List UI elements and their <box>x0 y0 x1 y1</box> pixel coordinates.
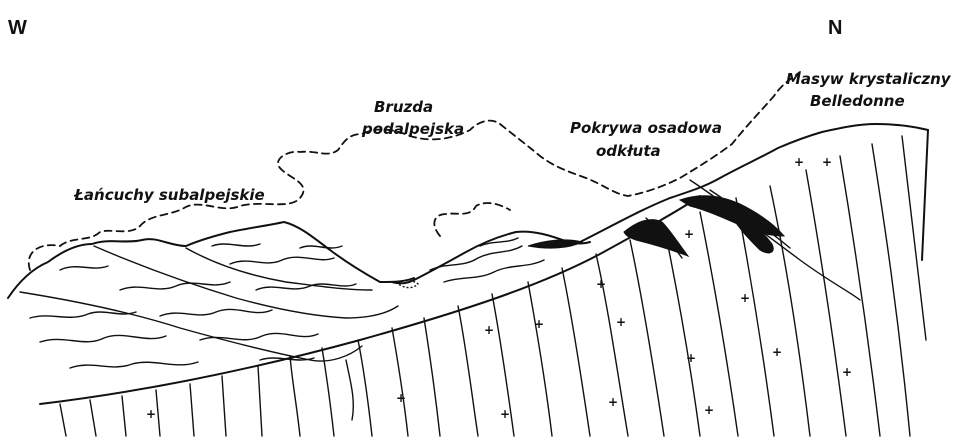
massif-right-edge <box>922 130 928 260</box>
thrust-sheet-1 <box>20 292 362 361</box>
direction-west: W <box>8 17 27 39</box>
label-subalpine-furrow-line1: Bruzda <box>374 98 433 116</box>
svg-text:+: + <box>704 403 714 417</box>
thrust-sheet-3 <box>186 248 372 290</box>
svg-text:+: + <box>534 317 544 331</box>
svg-text:+: + <box>772 345 782 359</box>
detached-lens-1 <box>528 240 582 248</box>
restored-cover-outline-lower <box>434 203 510 236</box>
label-subalpine-chains: Łańcuchy subalpejskie <box>73 186 265 204</box>
svg-text:+: + <box>740 291 750 305</box>
folded-strata <box>30 244 356 368</box>
svg-text:+: + <box>596 277 606 291</box>
furrow-strata <box>430 238 544 282</box>
detachment-surface <box>40 196 700 404</box>
detached-lens-2 <box>624 220 688 256</box>
direction-north: N <box>828 17 842 39</box>
svg-text:+: + <box>146 407 156 421</box>
svg-text:+: + <box>608 395 618 409</box>
svg-text:+: + <box>684 227 694 241</box>
label-detached-cover-line2: odkłuta <box>596 142 661 160</box>
svg-text:+: + <box>616 315 626 329</box>
fault-line-1 <box>690 180 860 300</box>
svg-text:+: + <box>822 155 832 169</box>
svg-text:+: + <box>794 155 804 169</box>
label-massif-line2: Belledonne <box>810 92 905 110</box>
svg-text:+: + <box>686 351 696 365</box>
svg-text:+: + <box>396 391 406 405</box>
basement-foliation <box>60 136 926 436</box>
label-detached-cover-line1: Pokrywa osadowa <box>570 119 722 137</box>
svg-text:+: + <box>842 365 852 379</box>
svg-text:+: + <box>484 323 494 337</box>
svg-text:+: + <box>500 407 510 421</box>
thrust-sheet-2 <box>94 246 398 318</box>
label-massif-line1: Masyw krystaliczny <box>786 70 952 88</box>
